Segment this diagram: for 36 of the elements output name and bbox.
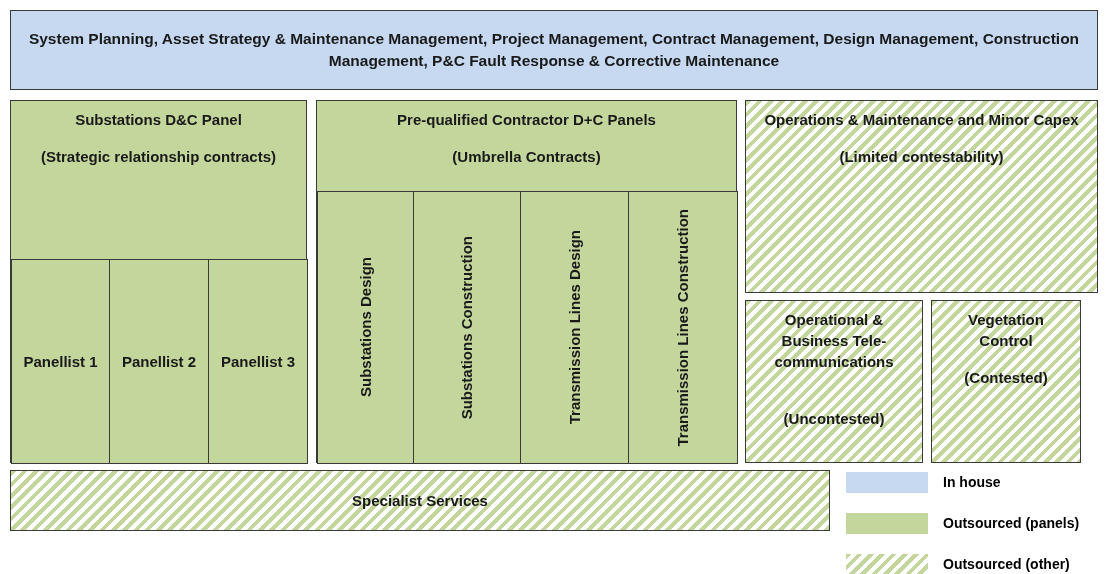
outsourced-box [745,100,1098,293]
service-box [413,191,521,464]
panellist-box [109,259,209,464]
box-subtitle: (Limited contestability) [839,147,1004,167]
service-label: Transmission Lines Design [565,230,584,425]
box-subtitle: (Uncontested) [783,409,885,429]
box-title: Vegetation Control [967,310,1045,351]
box-title: Panellist 3 [220,352,296,372]
box-title: Specialist Services [352,491,488,511]
service-label: Substations Construction [458,235,476,420]
panellist-box [208,259,308,464]
service-box [520,191,629,464]
legend-label: Outsourced (panels) [943,514,1080,533]
box-subtitle: (Strategic relationship contracts) [40,147,277,167]
in-house-box [10,10,1098,90]
service-box [628,191,738,464]
outsourced-box [931,300,1081,463]
service-label: Transmission Lines Construction [674,208,692,447]
legend-label: Outsourced (other) [943,555,1070,574]
outsourced-box [10,470,830,531]
outsourced-box [745,300,923,463]
legend-label: In house [943,473,1001,492]
box-title: Pre-qualified Contractor D+C Panels [397,110,656,130]
service-box [317,191,414,464]
box-title: Operations & Maintenance and Minor Capex [764,110,1079,130]
panel-box [316,100,737,463]
panel-box [10,100,307,463]
box-title: System Planning, Asset Strategy & Maintenance Management, Project Management, Contract Management, Design Management, Construction Management, P&C Fault Response & Corrective Maintenance [27,29,1081,71]
box-title: Substations D&C Panel [75,110,242,130]
box-subtitle: (Umbrella Contracts) [452,147,601,167]
box-title: Panellist 1 [23,352,98,372]
box-title: Panellist 2 [121,352,197,372]
box-title: Operational & Business Tele-communications [773,310,895,372]
service-label: Substations Design [356,257,375,398]
box-subtitle: (Contested) [964,368,1048,388]
panellist-box [11,259,110,464]
